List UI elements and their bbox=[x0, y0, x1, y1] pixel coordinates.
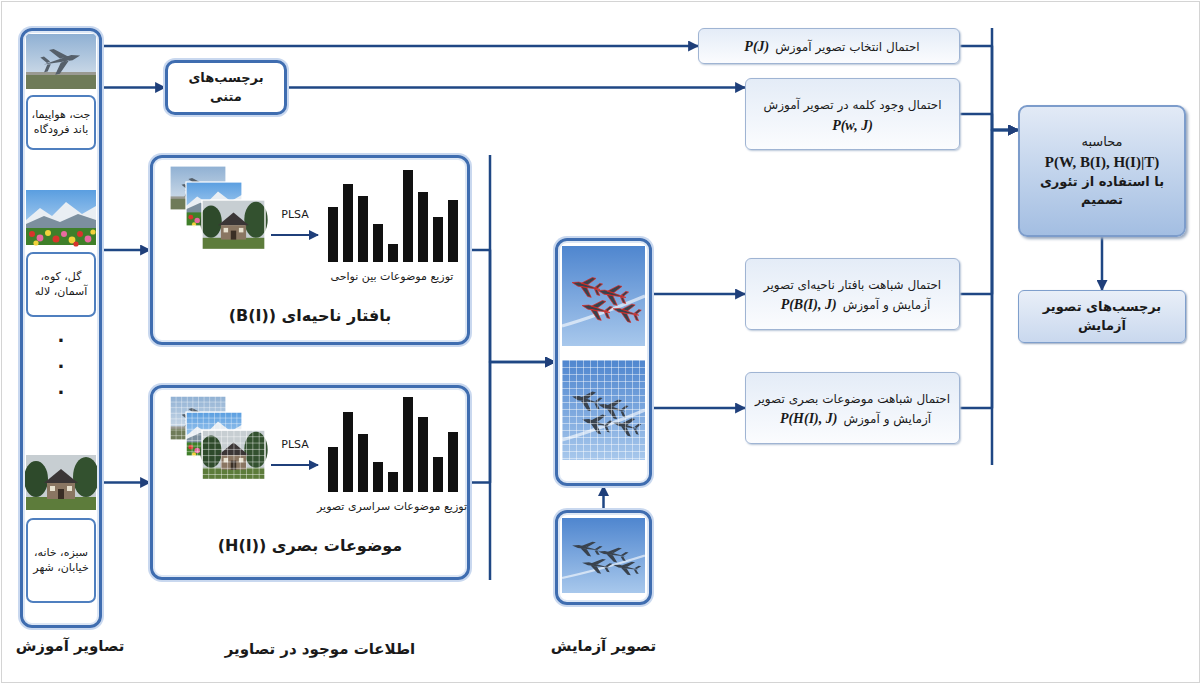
connector-arrow bbox=[470, 362, 555, 483]
probability-box: احتمال شباهت بافتار ناحیه‌ای تصویر آزمای… bbox=[745, 258, 960, 330]
formula: P(W, B(I), H(I)|T) bbox=[1026, 154, 1178, 171]
group-heading: تصاویر آموزش bbox=[15, 637, 125, 655]
probability-box: احتمال شباهت موضوعات بصری تصویر آزمایش و… bbox=[745, 372, 960, 444]
image-group bbox=[555, 238, 652, 486]
section-label: اطلاعات موجود در تصاویر bbox=[180, 640, 460, 658]
panel-title: بافتار ناحیه‌ای (B(I)) bbox=[153, 306, 467, 325]
connector-arrow bbox=[652, 293, 745, 296]
chart-caption: توزیع موضوعات بین نواحی bbox=[313, 270, 471, 283]
box-label: برچسب‌های تصویر آزمایش bbox=[1025, 298, 1179, 334]
connector-arrow bbox=[602, 486, 605, 510]
connector-arrow bbox=[960, 130, 1018, 408]
connector-arrow bbox=[102, 481, 150, 484]
training-photos bbox=[24, 34, 99, 510]
connector-arrow bbox=[102, 45, 698, 48]
ellipsis-dot: . bbox=[51, 326, 71, 346]
ellipsis-dot: . bbox=[51, 378, 71, 398]
global-topic-histogram bbox=[328, 397, 458, 492]
box-label: احتمال انتخاب تصویر آموزش bbox=[775, 40, 919, 54]
ellipsis-dot: . bbox=[51, 352, 71, 372]
output-box: برچسب‌های تصویر آزمایش bbox=[1018, 290, 1186, 343]
panel-title: موضوعات بصری (H(I)) bbox=[153, 536, 467, 555]
connector-arrow bbox=[960, 46, 1018, 130]
connector-arrow bbox=[102, 86, 165, 89]
tag-box: گل، کوه، آسمان، لاله bbox=[26, 252, 96, 317]
formula: P(w, J) bbox=[832, 118, 873, 134]
connector-arrow bbox=[1101, 237, 1104, 290]
connector-arrow bbox=[102, 249, 150, 252]
tag-box: سبزه، خانه، خیابان، شهر bbox=[26, 518, 96, 603]
region-topic-histogram bbox=[328, 170, 458, 262]
box-label: با استفاده از تئوری تصمیم bbox=[1026, 173, 1178, 209]
connector-arrow bbox=[960, 130, 1018, 294]
image-box: تصویر آزمایش bbox=[555, 510, 652, 605]
method-label: PLSA bbox=[269, 208, 321, 221]
process-box: برچسب‌های متنی bbox=[165, 60, 287, 115]
method-label: PLSA bbox=[269, 438, 321, 451]
feature-panel: PLSA توزیع موضوعات بین نواحی بافتار ناحیه‌… bbox=[150, 155, 470, 345]
test-image-photo bbox=[562, 518, 645, 593]
box-label: محاسبه bbox=[1026, 133, 1178, 152]
group-heading: تصویر آزمایش bbox=[538, 637, 669, 655]
connector-arrow bbox=[652, 407, 745, 410]
tag-text: گل، کوه، آسمان، لاله bbox=[31, 270, 91, 300]
formula: P(B(I), J) bbox=[781, 297, 837, 313]
formula: P(H(I), J) bbox=[780, 411, 838, 427]
region-texture-thumbnails bbox=[170, 166, 318, 250]
tag-box: جت، هواپیما، باند فرودگاه bbox=[26, 95, 96, 150]
tag-text: جت، هواپیما، باند فرودگاه bbox=[31, 108, 91, 138]
formula: P(J) bbox=[744, 39, 769, 55]
chart-caption: توزیع موضوعات سراسری تصویر bbox=[313, 500, 471, 513]
tag-text: سبزه، خانه، خیابان، شهر bbox=[31, 546, 91, 576]
feature-panel: PLSA توزیع موضوعات سراسری تصویر موضوعات بص… bbox=[150, 385, 470, 580]
probability-box: احتمال انتخاب تصویر آموزش P(J) bbox=[698, 28, 960, 64]
box-label: احتمال وجود کلمه در تصویر آموزش bbox=[763, 98, 941, 112]
connector-arrow bbox=[287, 86, 745, 89]
decision-box: محاسبه P(W, B(I), H(I)|T) با استفاده از تئ… bbox=[1018, 105, 1186, 237]
connector-arrow bbox=[960, 114, 1018, 130]
test-image-segmented bbox=[562, 246, 645, 346]
test-image-grid bbox=[562, 360, 645, 460]
probability-box: احتمال وجود کلمه در تصویر آموزش P(w, J) bbox=[745, 78, 960, 150]
connector-arrow bbox=[470, 250, 555, 362]
box-label: برچسب‌های متنی bbox=[174, 69, 278, 105]
visual-topic-thumbnails bbox=[170, 396, 318, 480]
